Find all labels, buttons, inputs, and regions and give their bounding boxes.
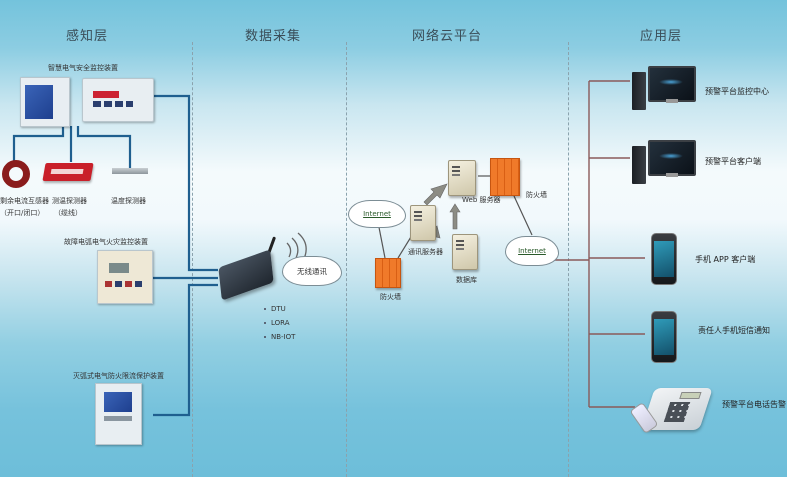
device2-title: 故障电弧电气火灾监控装置 bbox=[64, 238, 148, 246]
firewall-right-label: 防火墙 bbox=[526, 191, 547, 199]
arc-extinguishing-protection-device bbox=[95, 383, 142, 445]
wire-device3-dtu bbox=[153, 283, 218, 417]
monitoring-center-pc-icon bbox=[630, 66, 700, 114]
comm-server-icon bbox=[410, 205, 436, 241]
web-server-icon bbox=[448, 160, 476, 196]
method-item: NB-IOT bbox=[264, 330, 295, 344]
web-server-label: Web 服务器 bbox=[462, 196, 501, 204]
internet-cloud-right: Internet bbox=[505, 236, 559, 266]
wire-sensor1 bbox=[12, 126, 65, 162]
sensor2-label: 测温探测器 bbox=[52, 197, 87, 205]
internet-cloud-left: Internet bbox=[348, 200, 406, 228]
app-item-label: 责任人手机短信通知 bbox=[698, 326, 770, 335]
method-item: LORA bbox=[264, 316, 295, 330]
firewall-right-icon bbox=[490, 158, 520, 196]
perception-wires bbox=[12, 94, 218, 417]
sensor1-sublabel: （开口/闭口） bbox=[0, 209, 45, 217]
sensor1-label: 剩余电流互感器 bbox=[0, 197, 49, 205]
arc-fault-monitor-device bbox=[97, 250, 153, 304]
layer-title-application: 应用层 bbox=[640, 29, 683, 44]
arrow-comm-web-icon bbox=[423, 183, 448, 206]
sensor2-sublabel: （缆线） bbox=[54, 209, 82, 217]
wireless-cloud-label: 无线通讯 bbox=[297, 266, 327, 276]
device3-title: 灭弧式电气防火限流保护装置 bbox=[73, 372, 164, 380]
wire-sensor3 bbox=[76, 126, 132, 168]
device1-title: 智慧电气安全监控装置 bbox=[48, 64, 118, 72]
database-label: 数据库 bbox=[456, 276, 477, 284]
application-wires bbox=[553, 80, 645, 408]
monitor-panel-device bbox=[20, 77, 70, 127]
divider-collection-platform bbox=[346, 42, 347, 477]
arrow-db-web-icon bbox=[449, 203, 461, 230]
wire-device1-dtu bbox=[152, 94, 218, 272]
sensor3-label: 温度探测器 bbox=[111, 197, 146, 205]
client-pc-icon bbox=[630, 140, 700, 188]
wire-firewall-internet-right bbox=[513, 195, 533, 236]
wireless-cloud: 无线通讯 bbox=[282, 256, 342, 286]
firewall-left-label: 防火墙 bbox=[380, 293, 401, 301]
cable-temp-detector-icon bbox=[42, 163, 94, 181]
current-transformer-icon bbox=[2, 160, 30, 188]
comm-server-label: 通讯服务器 bbox=[408, 248, 443, 256]
safety-monitor-device bbox=[82, 78, 154, 122]
layer-title-perception: 感知层 bbox=[66, 29, 109, 44]
sms-phone-icon bbox=[651, 311, 677, 363]
divider-perception-collection bbox=[192, 42, 193, 477]
temp-detector-icon bbox=[112, 168, 148, 174]
app-item-label: 预警平台客户端 bbox=[705, 157, 761, 166]
app-item-label: 预警平台监控中心 bbox=[705, 87, 769, 96]
app-item-label: 预警平台电话告警 bbox=[722, 400, 786, 409]
comm-methods-list: DTU LORA NB-IOT bbox=[264, 302, 295, 344]
database-server-icon bbox=[452, 234, 478, 270]
firewall-left-icon bbox=[375, 258, 401, 288]
layer-title-data-collection: 数据采集 bbox=[245, 29, 302, 44]
mobile-app-phone-icon bbox=[651, 233, 677, 285]
app-item-label: 手机 APP 客户端 bbox=[695, 255, 756, 264]
method-item: DTU bbox=[264, 302, 295, 316]
layer-title-cloud-platform: 网络云平台 bbox=[412, 29, 483, 44]
